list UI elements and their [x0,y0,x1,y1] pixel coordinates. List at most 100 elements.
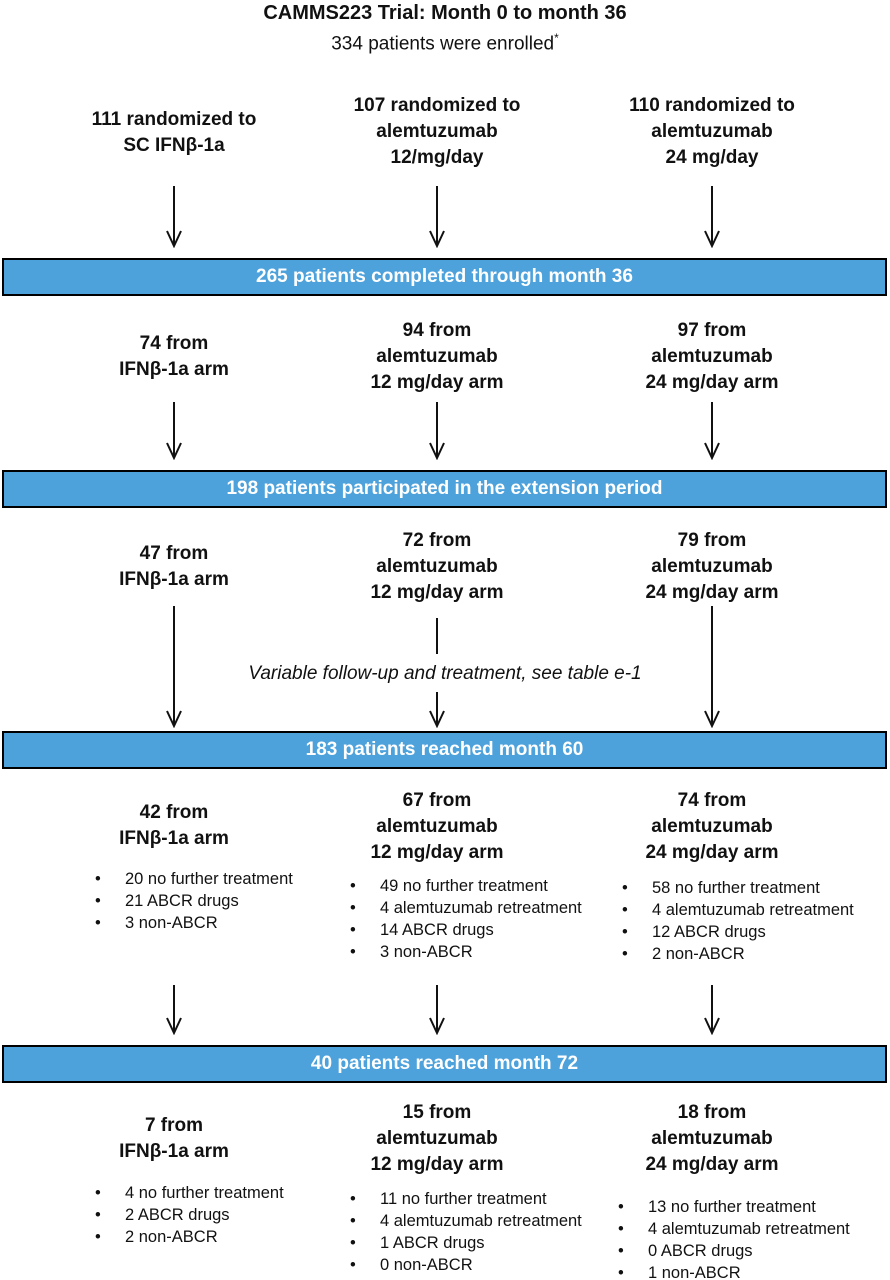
month36-arm-alem12: 94 from alemtuzumab 12 mg/day arm [370,320,504,393]
down-arrow-icon [166,606,182,728]
bullet-text: 14 ABCR drugs [380,921,494,939]
extension-arm-alem24: 79 from alemtuzumab 24 mg/day arm [645,530,779,603]
month36-arm-ifn: 74 from IFNβ-1a arm [119,333,229,380]
bullet-icon [95,1204,125,1226]
bullet-icon [95,890,125,912]
bullet-text: 3 non-ABCR [125,914,218,932]
list-item: 3 non-ABCR [95,912,293,934]
list-item: 0 non-ABCR [350,1254,582,1276]
down-arrow-icon [166,402,182,460]
enrollment-text: 334 patients were enrolled [331,33,555,55]
bullet-text: 20 no further treatment [125,870,293,888]
bullet-text: 1 ABCR drugs [380,1234,485,1252]
month72-list-alem24: 13 no further treatment 4 alemtuzumab re… [618,1196,850,1280]
month72-list-ifn: 4 no further treatment 2 ABCR drugs 2 no… [95,1182,284,1248]
bullet-text: 2 ABCR drugs [125,1206,230,1224]
bullet-icon [95,912,125,934]
bar-completed-month36: 265 patients completed through month 36 [2,258,887,296]
list-item: 4 alemtuzumab retreatment [350,1210,582,1232]
list-item: 2 ABCR drugs [95,1204,284,1226]
bullet-text: 4 alemtuzumab retreatment [648,1220,850,1238]
down-arrow-icon [429,402,445,460]
list-item: 2 non-ABCR [622,943,854,965]
bullet-icon [350,1210,380,1232]
list-item: 13 no further treatment [618,1196,850,1218]
month60-arm-alem12: 67 from alemtuzumab 12 mg/day arm [370,790,504,863]
month60-list-alem24: 58 no further treatment 4 alemtuzumab re… [622,877,854,965]
down-arrow-icon [166,985,182,1035]
bullet-text: 58 no further treatment [652,879,820,897]
bar-extension-period: 198 patients participated in the extensi… [2,470,887,508]
month60-list-alem12: 49 no further treatment 4 alemtuzumab re… [350,875,582,963]
bullet-icon [622,877,652,899]
bullet-text: 12 ABCR drugs [652,923,766,941]
extension-arm-ifn: 47 from IFNβ-1a arm [119,543,229,590]
bullet-icon [622,943,652,965]
bullet-icon [618,1240,648,1262]
list-item: 1 non-ABCR [618,1262,850,1280]
bullet-icon [350,1232,380,1254]
footnote-asterisk: * [554,31,559,45]
down-arrow-icon [704,606,720,728]
randomized-arm-alem24: 110 randomized to alemtuzumab 24 mg/day [629,95,795,168]
list-item: 20 no further treatment [95,868,293,890]
bullet-text: 4 alemtuzumab retreatment [380,1212,582,1230]
down-arrow-icon [704,186,720,248]
bullet-text: 0 non-ABCR [380,1256,473,1274]
list-item: 0 ABCR drugs [618,1240,850,1262]
bullet-icon [350,875,380,897]
enrollment-subtitle: 334 patients were enrolled* [0,31,890,55]
bullet-icon [350,1188,380,1210]
month60-arm-alem24: 74 from alemtuzumab 24 mg/day arm [645,790,779,863]
month60-arm-ifn: 42 from IFNβ-1a arm [119,802,229,849]
bullet-text: 2 non-ABCR [652,945,745,963]
bullet-text: 1 non-ABCR [648,1264,741,1280]
bar-reached-month72: 40 patients reached month 72 [2,1045,887,1083]
bullet-icon [350,941,380,963]
bullet-text: 4 alemtuzumab retreatment [380,899,582,917]
down-arrow-icon [429,692,445,728]
list-item: 4 alemtuzumab retreatment [618,1218,850,1240]
down-arrow-icon [704,402,720,460]
list-item: 3 non-ABCR [350,941,582,963]
list-item: 4 alemtuzumab retreatment [622,899,854,921]
bullet-text: 49 no further treatment [380,877,548,895]
bullet-text: 4 alemtuzumab retreatment [652,901,854,919]
down-arrow-icon [704,985,720,1035]
bullet-icon [618,1218,648,1240]
list-item: 2 non-ABCR [95,1226,284,1248]
bullet-text: 2 non-ABCR [125,1228,218,1246]
list-item: 21 ABCR drugs [95,890,293,912]
bullet-icon [95,868,125,890]
randomized-arm-alem12: 107 randomized to alemtuzumab 12/mg/day [353,95,521,168]
month72-arm-alem12: 15 from alemtuzumab 12 mg/day arm [370,1102,504,1175]
month72-arm-ifn: 7 from IFNβ-1a arm [119,1115,229,1162]
bullet-icon [350,1254,380,1276]
list-item: 14 ABCR drugs [350,919,582,941]
list-item: 12 ABCR drugs [622,921,854,943]
bullet-text: 21 ABCR drugs [125,892,239,910]
bullet-icon [618,1196,648,1218]
month36-arm-alem24: 97 from alemtuzumab 24 mg/day arm [645,320,779,393]
randomized-arm-ifn: 111 randomized to SC IFNβ-1a [91,109,257,156]
bar-reached-month60: 183 patients reached month 60 [2,731,887,769]
bullet-text: 4 no further treatment [125,1184,284,1202]
bullet-icon [350,897,380,919]
bullet-icon [95,1226,125,1248]
down-arrow-icon [429,985,445,1035]
list-item: 4 no further treatment [95,1182,284,1204]
connector-line [436,618,438,654]
list-item: 1 ABCR drugs [350,1232,582,1254]
list-item: 11 no further treatment [350,1188,582,1210]
bullet-text: 13 no further treatment [648,1198,816,1216]
down-arrow-icon [429,186,445,248]
bullet-text: 0 ABCR drugs [648,1242,753,1260]
page-title: CAMMS223 Trial: Month 0 to month 36 [263,2,627,24]
extension-arm-alem12: 72 from alemtuzumab 12 mg/day arm [370,530,504,603]
bullet-icon [622,899,652,921]
bullet-icon [350,919,380,941]
list-item: 4 alemtuzumab retreatment [350,897,582,919]
bullet-text: 11 no further treatment [380,1190,547,1208]
bullet-icon [95,1182,125,1204]
